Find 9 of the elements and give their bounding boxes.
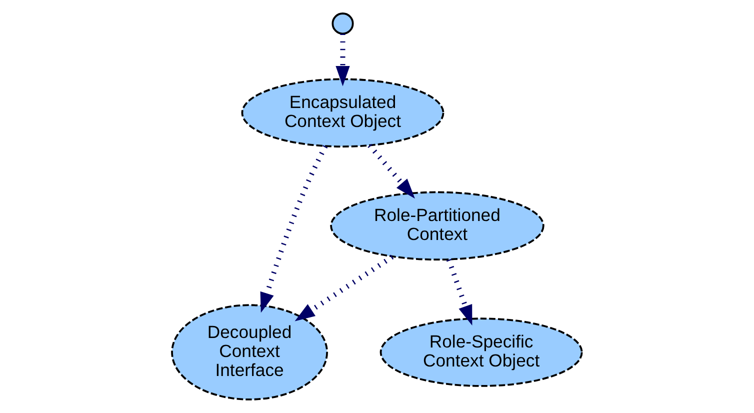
node-ellipse: Role-Specific Context Object <box>380 318 583 387</box>
arrow <box>446 258 472 326</box>
arrow <box>294 254 394 322</box>
node-ellipse: Encapsulated Context Object <box>241 78 444 148</box>
arrow <box>368 144 415 199</box>
node-ellipse: Role-Partitioned Context <box>330 191 544 261</box>
arrow <box>260 145 328 313</box>
arrow <box>336 34 350 86</box>
node-circle <box>332 12 354 35</box>
